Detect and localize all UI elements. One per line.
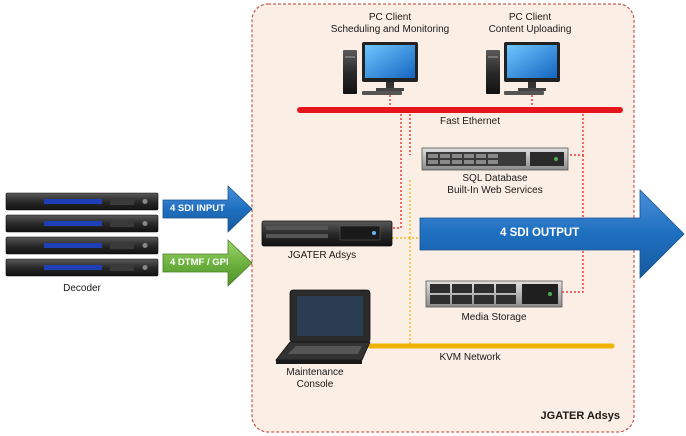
decoder-units bbox=[5, 192, 159, 277]
media-storage-icon bbox=[425, 280, 563, 308]
jgater-server-label: JGATER Adsys bbox=[287, 250, 357, 261]
pc-client-uploading-label: PC Client Content Uploading bbox=[460, 12, 600, 36]
sdi-input-arrow bbox=[162, 185, 253, 233]
pc-client-uploading-line2: Content Uploading bbox=[488, 24, 572, 35]
kvm-network-label: KVM Network bbox=[439, 352, 501, 363]
decoder-unit-icon bbox=[5, 214, 159, 233]
sql-database-label: SQL Database Built-In Web Services bbox=[425, 173, 565, 197]
ethernet-connections bbox=[389, 95, 584, 293]
pc-client-uploading-icon bbox=[486, 42, 560, 95]
sql-database-server-icon bbox=[421, 147, 569, 171]
media-storage-label: Media Storage bbox=[461, 312, 527, 323]
jgater-server-icon bbox=[261, 220, 393, 247]
maintenance-console-line2: Console bbox=[296, 379, 334, 390]
maintenance-console-label: Maintenance Console bbox=[265, 367, 365, 391]
maintenance-console-line1: Maintenance bbox=[286, 367, 344, 378]
decoder-unit-icon bbox=[5, 236, 159, 255]
kvm-connections bbox=[392, 180, 420, 345]
sdi-input-label: 4 SDI INPUT bbox=[170, 203, 225, 214]
sql-database-line1: SQL Database bbox=[462, 173, 528, 184]
sdi-output-label: 4 SDI OUTPUT bbox=[500, 227, 580, 239]
pc-client-uploading-line1: PC Client bbox=[508, 12, 552, 23]
dtmf-gpi-arrow bbox=[162, 239, 253, 287]
system-title-label: JGATER Adsys bbox=[540, 410, 620, 422]
pc-client-scheduling-icon bbox=[343, 42, 418, 95]
sdi-output-arrow bbox=[419, 189, 685, 279]
maintenance-console-icon bbox=[275, 289, 371, 364]
fast-ethernet-label: Fast Ethernet bbox=[439, 116, 501, 127]
pc-client-scheduling-line2: Scheduling and Monitoring bbox=[330, 24, 450, 35]
pc-client-scheduling-line1: PC Client bbox=[368, 12, 412, 23]
dtmf-gpi-label: 4 DTMF / GPI bbox=[170, 257, 229, 268]
decoder-unit-icon bbox=[5, 258, 159, 277]
decoder-label: Decoder bbox=[63, 283, 101, 294]
pc-client-scheduling-label: PC Client Scheduling and Monitoring bbox=[315, 12, 465, 36]
decoder-unit-icon bbox=[5, 192, 159, 211]
sql-database-line2: Built-In Web Services bbox=[447, 185, 543, 196]
